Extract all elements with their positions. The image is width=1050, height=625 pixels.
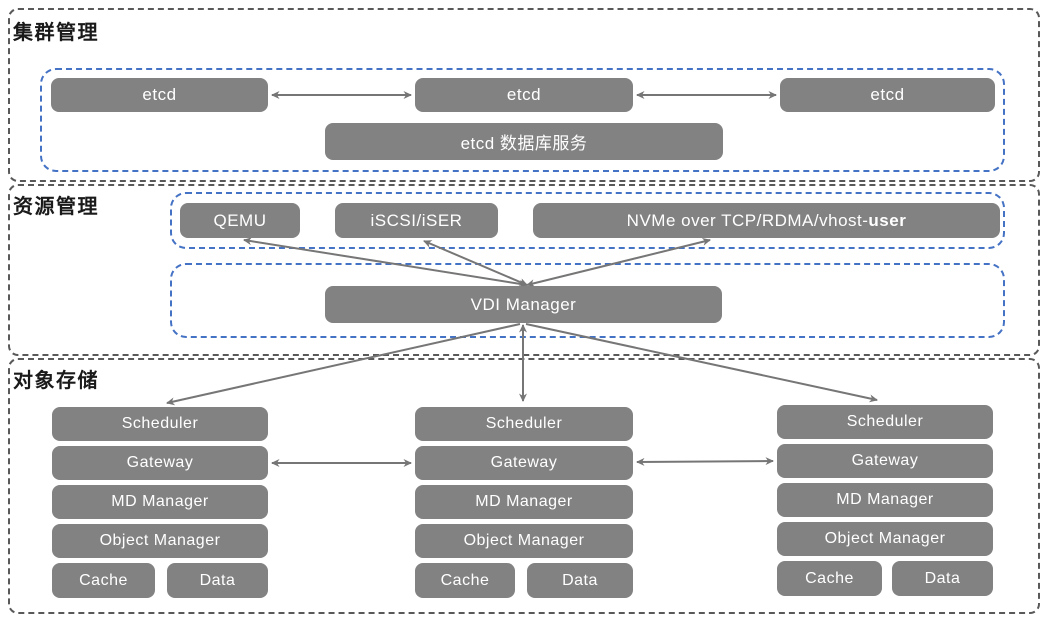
gateway-box-1: Gateway — [52, 446, 268, 480]
gateway-box-2: Gateway — [415, 446, 633, 480]
vdi-manager-box: VDI Manager — [325, 286, 722, 323]
md-manager-box-3: MD Manager — [777, 483, 993, 517]
scheduler-box-2: Scheduler — [415, 407, 633, 441]
object-storage-label: 对象存储 — [13, 370, 99, 392]
etcd-cluster-group — [40, 68, 1005, 172]
cluster-management-label: 集群管理 — [13, 22, 99, 44]
data-box-3: Data — [892, 561, 993, 596]
md-manager-box-1: MD Manager — [52, 485, 268, 519]
object-manager-box-1: Object Manager — [52, 524, 268, 558]
cache-box-2: Cache — [415, 563, 515, 598]
iscsi-iser-box: iSCSI/iSER — [335, 203, 498, 238]
section-cluster-management — [8, 8, 1040, 182]
data-box-1: Data — [167, 563, 268, 598]
cache-box-1: Cache — [52, 563, 155, 598]
object-manager-box-3: Object Manager — [777, 522, 993, 556]
nvme-box: NVMe over TCP/RDMA/vhost-user — [533, 203, 1000, 238]
data-box-2: Data — [527, 563, 633, 598]
nvme-label-regular: NVMe over TCP/RDMA/vhost- — [626, 210, 869, 230]
md-manager-box-2: MD Manager — [415, 485, 633, 519]
nvme-label-bold: user — [868, 210, 907, 230]
scheduler-box-1: Scheduler — [52, 407, 268, 441]
etcd-node-3: etcd — [780, 78, 995, 112]
scheduler-box-3: Scheduler — [777, 405, 993, 439]
etcd-node-1: etcd — [51, 78, 268, 112]
qemu-box: QEMU — [180, 203, 300, 238]
gateway-box-3: Gateway — [777, 444, 993, 478]
object-manager-box-2: Object Manager — [415, 524, 633, 558]
etcd-db-service-box: etcd 数据库服务 — [325, 123, 723, 160]
resource-management-label: 资源管理 — [13, 196, 99, 218]
etcd-node-2: etcd — [415, 78, 633, 112]
cache-box-3: Cache — [777, 561, 882, 596]
